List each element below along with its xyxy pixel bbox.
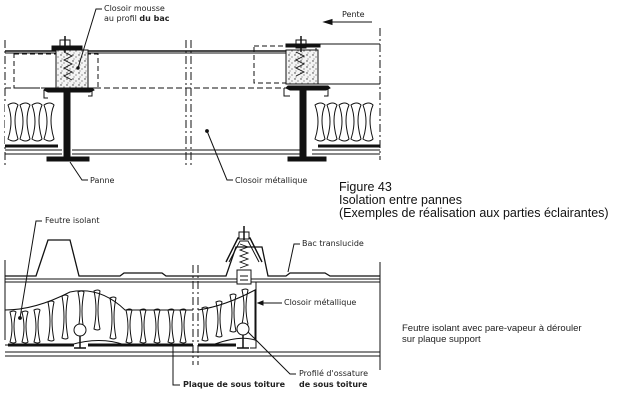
note-line2: sur plaque support [402, 334, 481, 345]
label-profile-ossature-line1: Profilé d'ossature [299, 369, 369, 378]
label-feutre-isolant: Feutre isolant [45, 216, 100, 225]
leader-plaque [172, 345, 180, 386]
note-line1: Feutre isolant avec pare-vapeur à déroul… [402, 323, 582, 334]
leader-profile [247, 331, 296, 375]
leader-feutre-isolant [19, 220, 42, 319]
framing-profile-left [73, 323, 87, 337]
label-closoir-metallique-top: Closoir métallique [235, 176, 308, 185]
label-closoir-mousse-b: du bac [139, 14, 170, 23]
label-pente: Pente [342, 10, 365, 19]
purlin-right [283, 36, 331, 162]
leader-closoir-metallique-top [206, 130, 233, 181]
label-closoir-mousse-line1: Closoir mousse [104, 4, 165, 13]
bottom-diagram [4, 220, 381, 386]
label-plaque-sous-toiture: Plaque de sous toiture [183, 380, 286, 389]
leader-bac-translucide [287, 243, 300, 273]
top-diagram [4, 8, 381, 181]
leader-panne [69, 161, 88, 181]
label-profile-ossature-line2: de sous toiture [299, 380, 368, 389]
leader-closoir-mousse [77, 8, 102, 69]
label-closoir-metallique-bottom: Closoir métallique [284, 298, 357, 307]
label-closoir-mousse-a: au profil [104, 14, 140, 23]
label-bac-translucide: Bac translucide [302, 239, 364, 248]
figure-subtitle: (Exemples de réalisation aux parties écl… [339, 206, 609, 220]
label-panne: Panne [90, 176, 115, 185]
insulation-left [5, 102, 62, 155]
framing-profile-right [236, 322, 250, 336]
felt-insulation [4, 288, 256, 346]
purlin-left [43, 36, 95, 162]
insulation-right [312, 102, 380, 155]
metal-closure [250, 282, 257, 349]
figure-title: Isolation entre pannes [339, 193, 463, 207]
label-closoir-mousse-line2: au profil du bac [104, 14, 169, 24]
figure-number: Figure 43 [339, 180, 392, 194]
ridge-clamp [225, 226, 263, 285]
translucent-sheet [5, 239, 380, 277]
foam-closure-right [285, 49, 319, 85]
